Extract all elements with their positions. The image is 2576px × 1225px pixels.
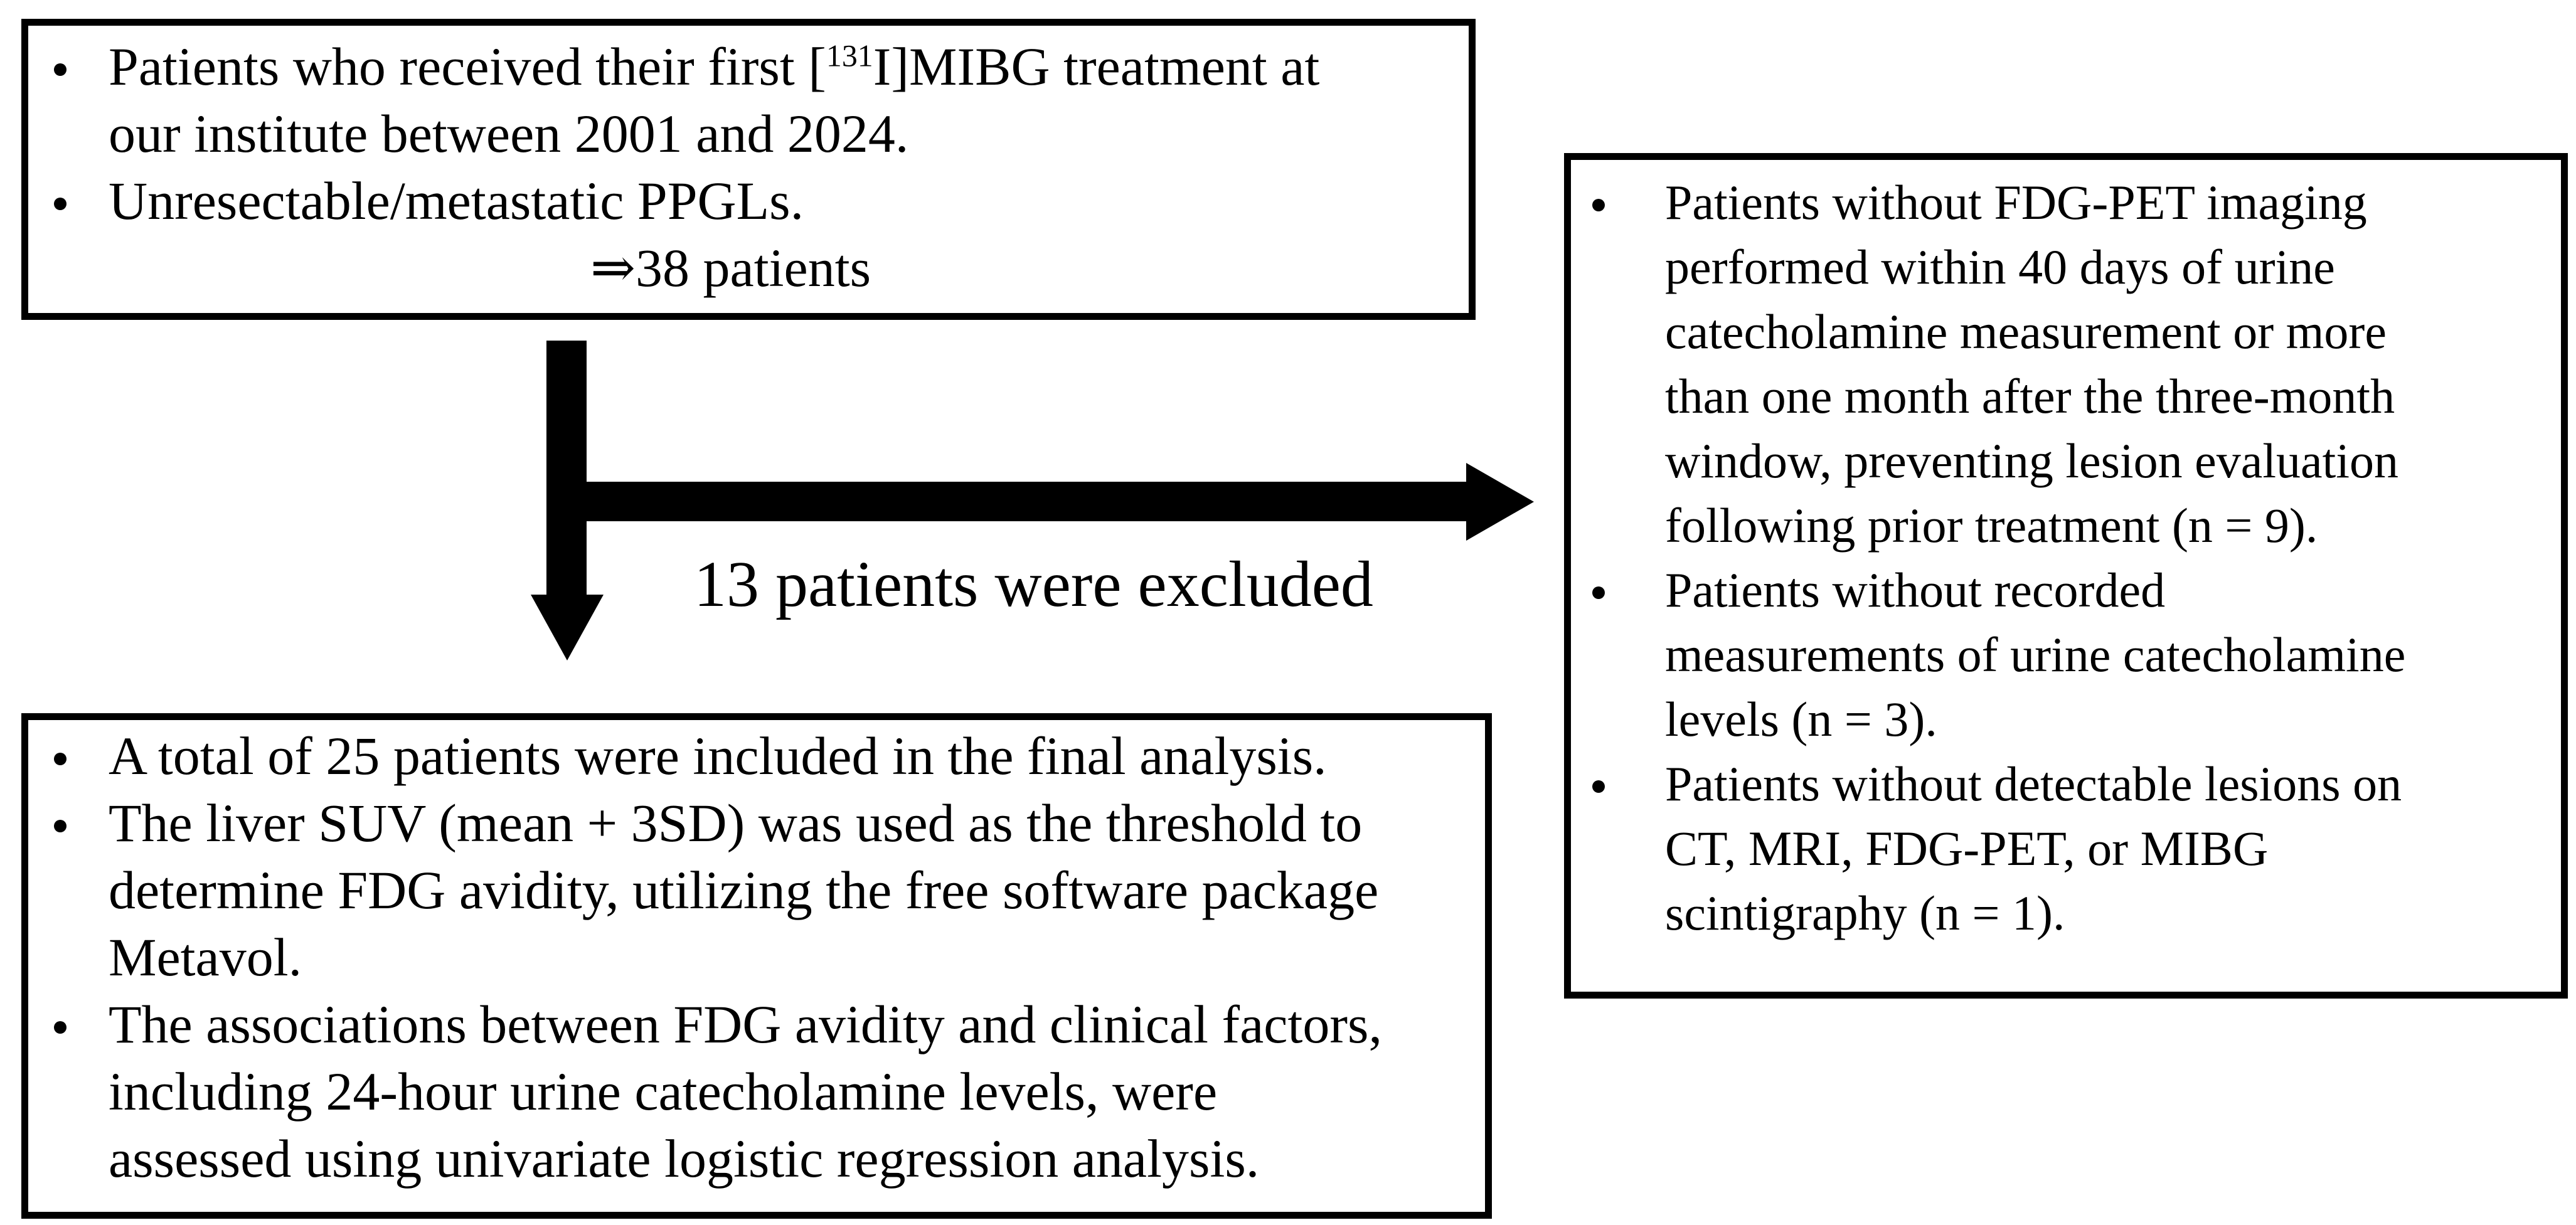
bullet-dot-icon xyxy=(1592,586,1605,599)
bullet-item: Patients without detectable lesions on CT… xyxy=(1571,751,2561,945)
text-line: window, preventing lesion evaluation xyxy=(1665,433,2399,488)
bullet-item: Patients who received their first [131I]… xyxy=(28,33,1469,167)
bullet-dot-icon xyxy=(54,63,67,76)
text-line: A total of 25 patients were included in … xyxy=(109,726,1327,786)
text-line: than one month after the three-month xyxy=(1665,369,2395,423)
bullet-item: A total of 25 patients were included in … xyxy=(28,723,1485,790)
text-line: assessed using univariate logistic regre… xyxy=(109,1128,1260,1189)
right-arrow-shaft xyxy=(567,482,1466,521)
bullet-item: The liver SUV (mean + 3SD) was used as t… xyxy=(28,790,1485,991)
bullet-dot-icon xyxy=(54,198,67,210)
text-line: Patients who received their first [131I]… xyxy=(109,36,1320,97)
text-line: Patients without recorded xyxy=(1665,563,2166,617)
bullet-item: Patients without FDG-PET imaging performe… xyxy=(1571,170,2561,558)
text-line: The liver SUV (mean + 3SD) was used as t… xyxy=(109,793,1363,853)
bullet-dot-icon xyxy=(54,820,67,832)
superscript-text: 131 xyxy=(826,38,873,73)
down-arrow-head-icon xyxy=(531,595,604,660)
exclusion-bullet-list: Patients without FDG-PET imaging performe… xyxy=(1571,170,2561,945)
text-line: performed within 40 days of urine xyxy=(1665,240,2335,294)
text-line: Metavol. xyxy=(109,927,302,987)
text-line: scintigraphy (n = 1). xyxy=(1665,886,2065,940)
text-line: Patients without detectable lesions on xyxy=(1665,756,2402,811)
bullet-item: Unresectable/metastatic PPGLs. xyxy=(28,167,1469,235)
text-line: levels (n = 3). xyxy=(1665,692,1937,746)
text-line: The associations between FDG avidity and… xyxy=(109,994,1382,1054)
bullet-dot-icon xyxy=(54,1021,67,1034)
analysis-bullet-list: A total of 25 patients were included in … xyxy=(28,723,1485,1192)
bullet-item: The associations between FDG avidity and… xyxy=(28,991,1485,1192)
text-line: our institute between 2001 and 2024. xyxy=(109,103,909,164)
excluded-patients-label: 13 patients were excluded xyxy=(694,548,1373,620)
exclusion-criteria-box: Patients without FDG-PET imaging performe… xyxy=(1564,153,2568,999)
text-line: Patients without FDG-PET imaging xyxy=(1665,175,2367,230)
right-arrow-head-icon xyxy=(1466,463,1534,541)
final-analysis-box: A total of 25 patients were included in … xyxy=(21,713,1492,1219)
text-line: including 24-hour urine catecholamine le… xyxy=(109,1061,1218,1122)
bullet-item: Patients without recorded measurements of… xyxy=(1571,558,2561,751)
down-arrow-shaft xyxy=(546,341,587,595)
inclusion-criteria-box: Patients who received their first [131I]… xyxy=(21,19,1476,320)
text-line: determine FDG avidity, utilizing the fre… xyxy=(109,860,1379,920)
bullet-dot-icon xyxy=(1592,199,1605,211)
patient-count-result: ⇒38 patients xyxy=(590,238,871,298)
text-line: catecholamine measurement or more xyxy=(1665,304,2387,359)
bullet-dot-icon xyxy=(1592,780,1605,793)
text-line: CT, MRI, FDG-PET, or MIBG xyxy=(1665,821,2269,876)
text-line: following prior treatment (n = 9). xyxy=(1665,498,2318,553)
text-line: measurements of urine catecholamine xyxy=(1665,627,2406,682)
inclusion-bullet-list: Patients who received their first [131I]… xyxy=(28,33,1469,235)
bullet-dot-icon xyxy=(54,753,67,765)
text-line: Unresectable/metastatic PPGLs. xyxy=(109,171,804,231)
